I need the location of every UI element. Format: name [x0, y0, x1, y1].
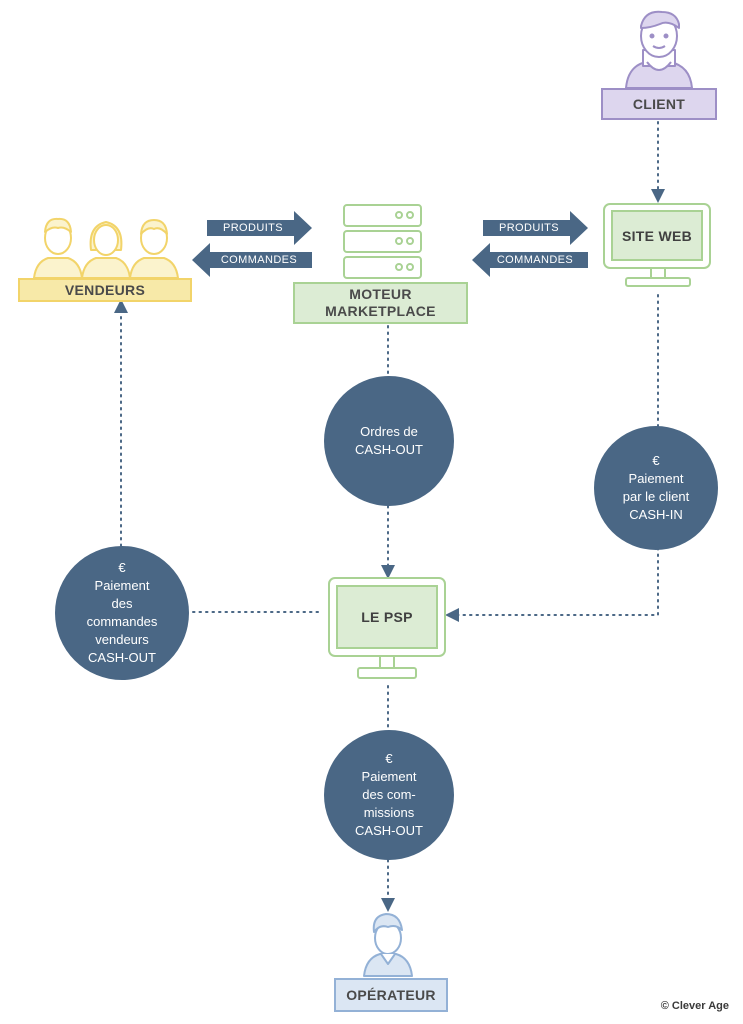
- vendeurs-people-icon: [33, 217, 179, 279]
- circle-commissions-line1: €: [385, 751, 393, 766]
- circle-vendeurs-line5: vendeurs: [95, 632, 149, 647]
- circle-vendeurs-line2: Paiement: [94, 578, 150, 593]
- circle-client-line1: €: [652, 453, 660, 468]
- circle-client-line2: Paiement: [628, 471, 684, 486]
- server-icon: [343, 204, 422, 279]
- circle-vendeurs-line1: €: [118, 560, 126, 575]
- arrow-left-produits-label: PRODUITS: [222, 222, 284, 234]
- arrow-right-commandes-label: COMMANDES: [496, 254, 574, 266]
- operateur-person-icon: [363, 913, 413, 977]
- operateur-label-box: OPÉRATEUR: [334, 978, 448, 1012]
- moteur-label-box: MOTEUR MARKETPLACE: [293, 282, 468, 324]
- circle-commissions-line2: Paiement: [361, 769, 417, 784]
- vendeurs-label: VENDEURS: [64, 281, 146, 298]
- circle-commissions-line3: des com-: [362, 787, 416, 802]
- vendeurs-label-box: VENDEURS: [18, 278, 192, 302]
- arrow-left-commandes-label: COMMANDES: [220, 254, 298, 266]
- psp-monitor-icon: [328, 577, 446, 679]
- circle-vendeurs-line3: des: [111, 596, 133, 611]
- circle-ordres-line2: CASH-OUT: [355, 442, 423, 457]
- circle-ordres-cashout: Ordres de CASH-OUT: [324, 376, 454, 506]
- client-label: CLIENT: [632, 95, 686, 112]
- siteweb-label: SITE WEB: [621, 227, 693, 244]
- circle-commissions-line5: CASH-OUT: [355, 823, 423, 838]
- client-label-box: CLIENT: [601, 88, 717, 120]
- circle-paiement-vendeurs: € Paiement des commandes vendeurs CASH-O…: [55, 546, 189, 680]
- arrow-right-produits: [483, 211, 588, 245]
- copyright: © Clever Age: [660, 1000, 729, 1012]
- connector-cashin-psp: [445, 547, 659, 622]
- circle-commissions-line4: missions: [363, 805, 415, 820]
- circle-client-line4: CASH-IN: [629, 507, 683, 522]
- arrow-left-produits: [207, 211, 312, 245]
- circle-vendeurs-line6: CASH-OUT: [88, 650, 156, 665]
- circle-client-line3: par le client: [622, 489, 690, 504]
- psp-label: LE PSP: [361, 609, 413, 625]
- arrow-right-produits-label: PRODUITS: [498, 222, 560, 234]
- circle-paiement-commissions: € Paiement des com- missions CASH-OUT: [324, 730, 454, 860]
- siteweb-monitor-icon: [603, 203, 711, 287]
- moteur-label-line2: MARKETPLACE: [325, 303, 436, 319]
- circle-ordres-line1: Ordres de: [360, 424, 418, 439]
- circle-paiement-client: € Paiement par le client CASH-IN: [594, 426, 718, 550]
- client-person-icon: [625, 10, 693, 89]
- operateur-label: OPÉRATEUR: [346, 986, 436, 1003]
- circle-vendeurs-line4: commandes: [86, 614, 158, 629]
- moteur-label-line1: MOTEUR: [349, 286, 412, 302]
- arrow-left-commandes: [192, 243, 312, 277]
- arrow-right-commandes: [472, 243, 588, 277]
